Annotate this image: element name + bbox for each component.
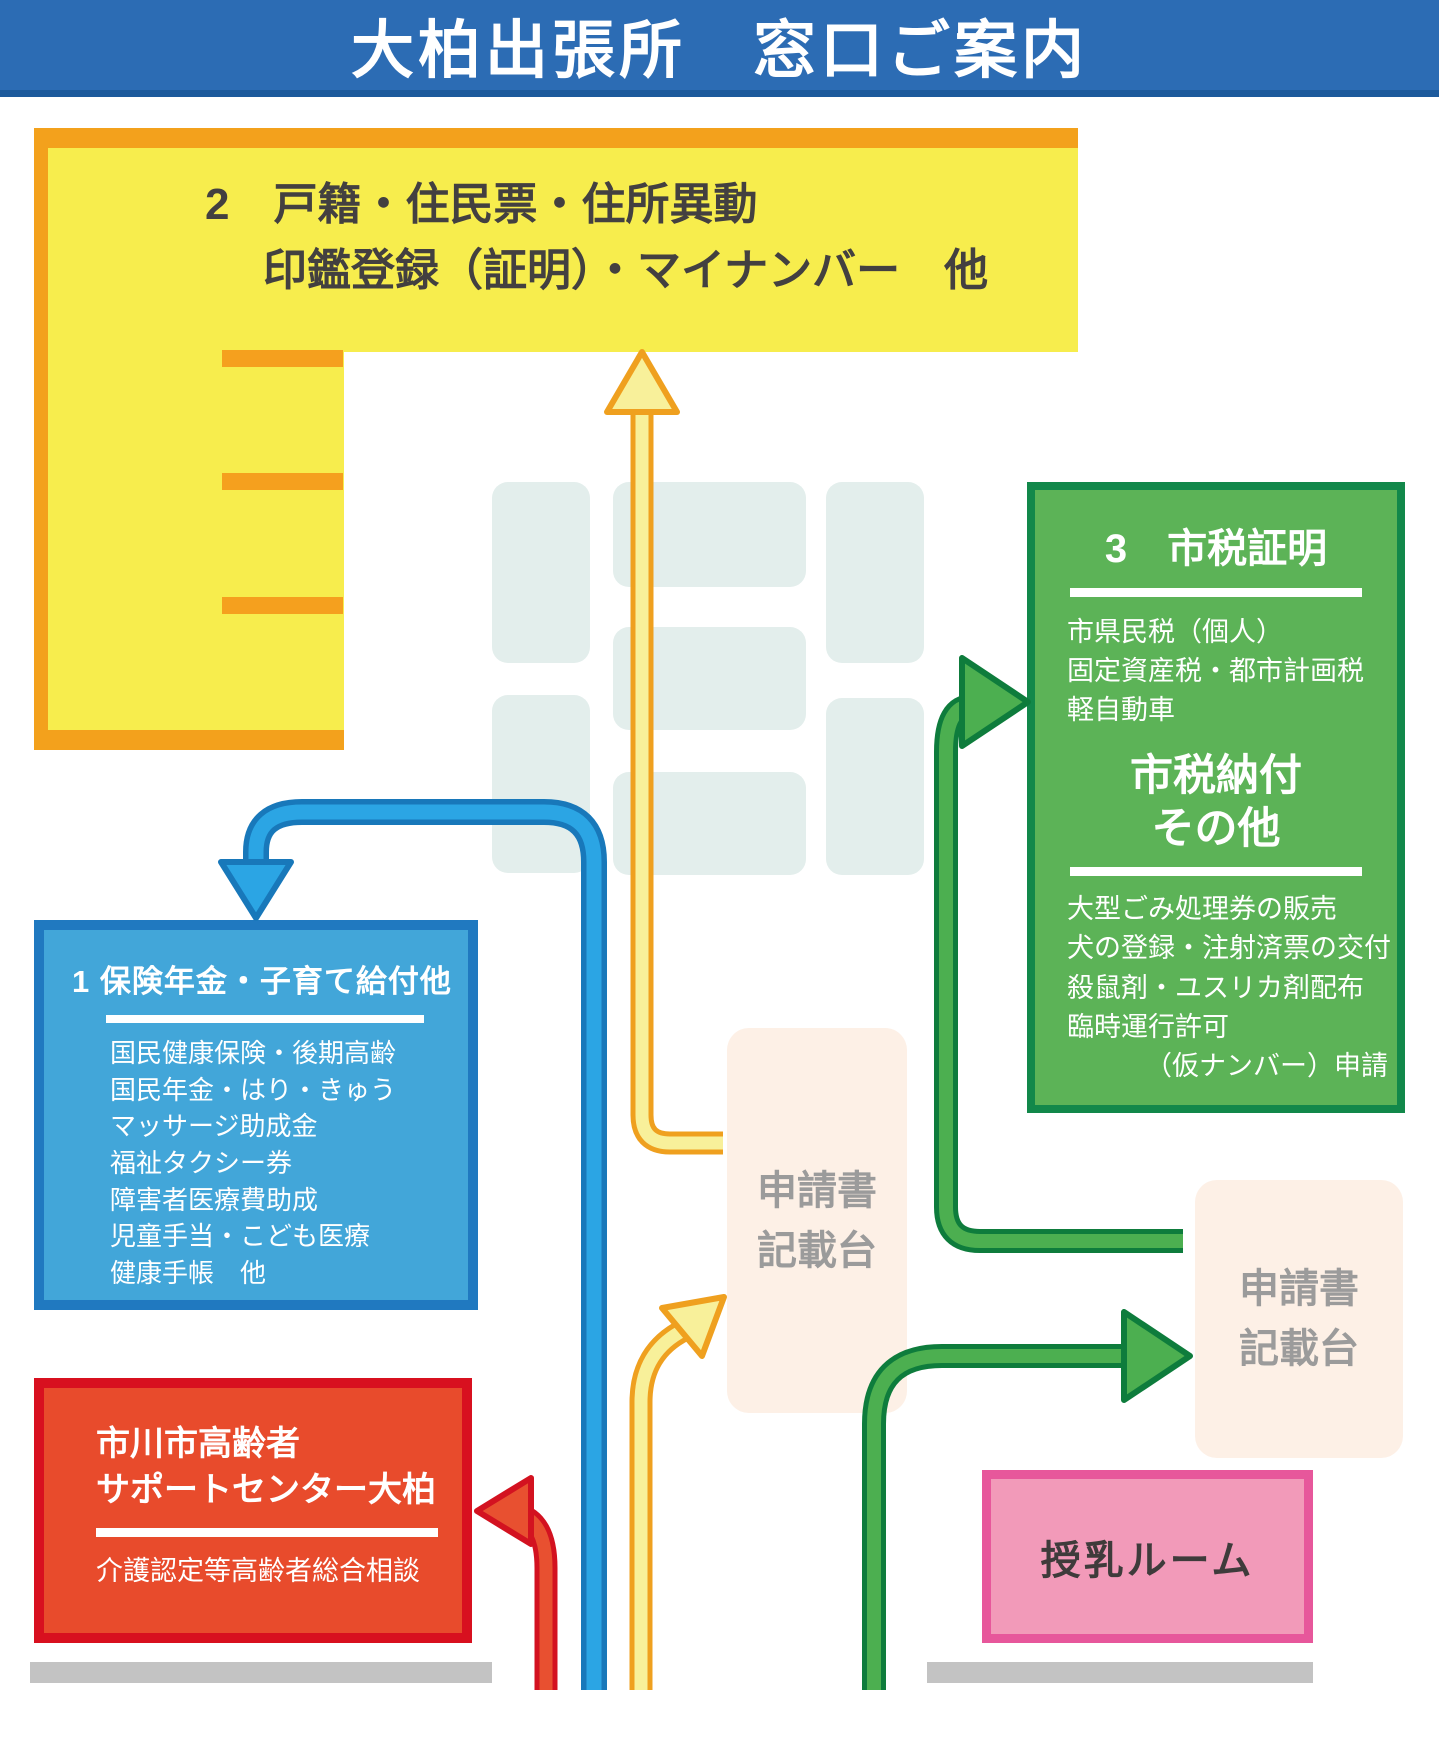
waiting-chair [826,482,924,663]
nursing-room-box: 授乳ルーム [982,1470,1313,1643]
window1-service: 福祉タクシー券 [110,1147,293,1178]
support-center-title-line1: 市川市高齢者 [96,1425,300,1463]
window2-line1: 2 戸籍・住民票・住所異動 [205,180,758,229]
desk-right-line2: 記載台 [1239,1327,1359,1371]
counter-window-stripe [222,597,343,614]
senior-support-center-box: 市川市高齢者 サポートセンター大柏 介護認定等高齢者総合相談 [34,1378,472,1643]
desk-right-line1: 申請書 [1239,1267,1359,1311]
counter-window-stripe [222,473,343,490]
waiting-chair [492,695,590,873]
window1-service: 児童手当・こども医療 [110,1221,371,1252]
waiting-chair [613,482,806,587]
waiting-chair [613,627,806,730]
window3-city-tax-box: 3 市税証明 市県民税（個人） 固定資産税・都市計画税 軽自動車 市税納付 その… [1027,482,1405,1113]
window1-insurance-box: 1 保険年金・子育て給付他 国民健康保険・後期高齢 国民年金・はり・きゅう マッ… [34,920,478,1310]
window3-service: （仮ナンバー）申請 [1145,1050,1388,1081]
window2-label: 2 戸籍・住民票・住所異動 印鑑登録（証明）・マイナンバー 他 [205,172,988,304]
window3-service: 犬の登録・注射済票の交付 [1067,933,1391,964]
window2-counter-left [48,148,344,730]
window2-border-bottom [34,730,344,750]
window1-service: 国民健康保険・後期高齢 [110,1038,397,1068]
window3-service: 臨時運行許可 [1067,1011,1229,1042]
waiting-chair [492,482,590,663]
window3-service: 市県民税（個人） [1067,617,1283,647]
divider [96,1527,438,1537]
window3-subtitle-line1: 市税納付 [1130,752,1302,801]
desk-left-line2: 記載台 [757,1228,877,1273]
divider [1070,867,1362,877]
entrance-bar-left [30,1662,492,1683]
counter-window-stripe [222,350,343,367]
writing-desk-right: 申請書 記載台 [1195,1180,1403,1458]
support-center-service: 介護認定等高齢者総合相談 [96,1555,420,1586]
window1-service: 障害者医療費助成 [110,1184,319,1215]
red-route-entrance-to-support-arrow [474,1475,558,1690]
support-center-title-line2: サポートセンター大柏 [96,1470,436,1509]
window1-service: マッサージ助成金 [110,1111,318,1142]
desk-left-line1: 申請書 [757,1168,877,1213]
window3-service: 殺鼠剤・ユスリカ剤配布 [1067,972,1364,1003]
window1-title: 1 保険年金・子育て給付他 [72,964,452,999]
poster-header: 大柏出張所 窓口ご案内 [0,0,1439,97]
window2-border-top [34,128,1078,148]
window1-service: 健康手帳 他 [110,1257,267,1288]
window3-title: 3 市税証明 [1104,527,1328,571]
page-title: 大柏出張所 窓口ご案内 [351,15,1088,86]
divider [106,1015,424,1023]
writing-desk-left: 申請書 記載台 [727,1028,907,1413]
entrance-bar-right [927,1662,1313,1683]
yellow-route-desk-to-window2-arrow [604,349,723,1155]
window3-service: 固定資産税・都市計画税 [1067,656,1364,687]
window3-service: 大型ごみ処理券の販売 [1067,894,1337,925]
window1-service: 国民年金・はり・きゅう [110,1074,397,1105]
divider [1070,588,1362,597]
nursing-room-label: 授乳ルーム [1040,1538,1255,1583]
yellow-route-entrance-to-desk-arrow [629,1294,727,1690]
window2-line2: 印鑑登録（証明）・マイナンバー 他 [263,246,989,295]
window2-border-left [34,128,48,750]
waiting-chair [613,772,806,875]
window3-subtitle-line2: その他 [1151,804,1281,853]
waiting-chair [826,698,924,875]
window3-service: 軽自動車 [1067,695,1175,726]
